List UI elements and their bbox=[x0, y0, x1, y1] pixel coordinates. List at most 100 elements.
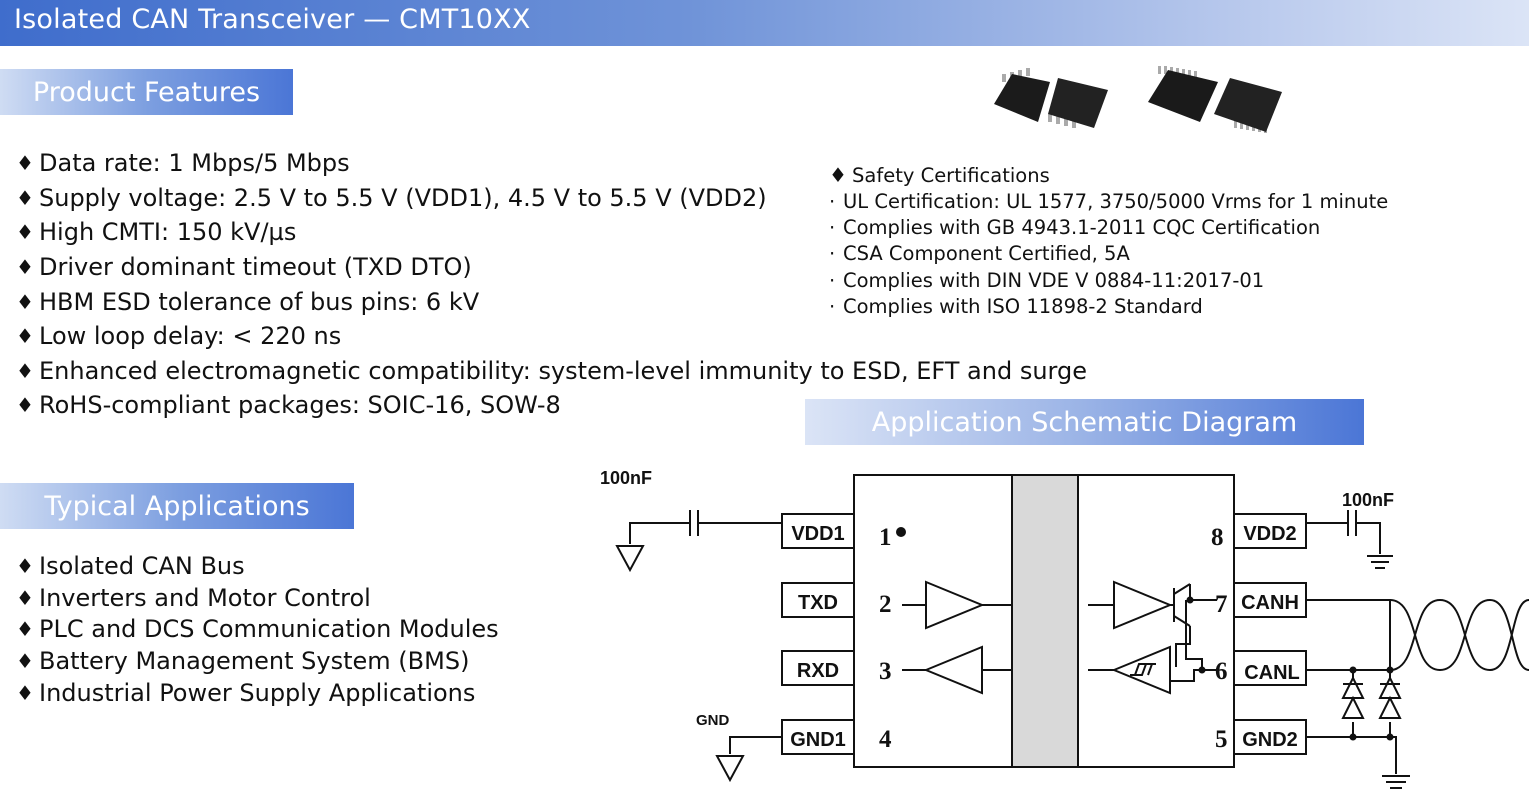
pin-box-gnd1 bbox=[781, 719, 855, 755]
cert-item: · Complies with DIN VDE V 0884-11:2017-01 bbox=[829, 267, 1388, 293]
page-title: Isolated CAN Transceiver — CMT10XX bbox=[14, 4, 531, 35]
pin-num-7: 7 bbox=[1215, 591, 1228, 618]
diamond-bullet-icon: ♦ bbox=[16, 324, 34, 349]
can-receiver-icon bbox=[1111, 645, 1171, 695]
feature-text: High CMTI: 150 kV/µs bbox=[39, 218, 297, 247]
pin-box-txd bbox=[781, 582, 855, 618]
junction-dot-icon bbox=[1198, 666, 1206, 674]
section-title-applications: Typical Applications bbox=[0, 483, 354, 529]
application-schematic: 100nF 100nF GND VDD1 TXD RXD GND1 VDD2 C… bbox=[590, 462, 1529, 799]
dot-bullet: · bbox=[829, 268, 836, 292]
tvs-wire bbox=[1352, 670, 1391, 737]
diamond-bullet-icon: ♦ bbox=[16, 393, 34, 418]
pin-num-8: 8 bbox=[1211, 524, 1224, 551]
diamond-bullet-icon: ♦ bbox=[829, 163, 847, 187]
diamond-bullet-icon: ♦ bbox=[16, 255, 34, 280]
cert-item: ·CSA Component Certified, 5A bbox=[829, 241, 1388, 267]
cap-left-icon bbox=[689, 510, 699, 536]
dot-bullet: · bbox=[829, 242, 836, 266]
safety-heading: Safety Certifications bbox=[852, 163, 1050, 187]
list-item: ♦Isolated CAN Bus bbox=[16, 550, 499, 582]
ground-gnd1-icon bbox=[715, 755, 745, 783]
pin-num-5: 5 bbox=[1215, 726, 1228, 753]
feature-text: Data rate: 1 Mbps/5 Mbps bbox=[39, 149, 350, 178]
cert-item: · UL Certification: UL 1577, 3750/5000 Vr… bbox=[829, 188, 1388, 214]
list-item: ♦RoHS-compliant packages: SOIC-16, SOW-8 bbox=[16, 388, 1087, 423]
list-item: ♦Inverters and Motor Control bbox=[16, 582, 499, 614]
gnd-label: GND bbox=[696, 712, 730, 729]
list-item: ♦Industrial Power Supply Applications bbox=[16, 677, 499, 709]
list-item: ♦Battery Management System (BMS) bbox=[16, 645, 499, 677]
chip-packages-icon bbox=[994, 66, 1282, 133]
pin-box-vdd2 bbox=[1233, 513, 1307, 549]
diamond-bullet-icon: ♦ bbox=[16, 585, 34, 610]
list-item: ♦Data rate: 1 Mbps/5 Mbps bbox=[16, 146, 1087, 181]
pin-box-canh bbox=[1233, 582, 1307, 618]
cert-item: ·Complies with ISO 11898-2 Standard bbox=[829, 294, 1388, 320]
pin-num-2: 2 bbox=[879, 591, 892, 618]
txd-buffer-icon bbox=[925, 580, 985, 630]
cert-item: ·Complies with GB 4943.1-2011 CQC Certif… bbox=[829, 214, 1388, 240]
isolation-barrier bbox=[1011, 474, 1079, 768]
feature-text: Enhanced electromagnetic compatibility: … bbox=[39, 356, 1087, 385]
application-text: Battery Management System (BMS) bbox=[39, 646, 470, 675]
pin-num-4: 4 bbox=[879, 726, 892, 753]
features-list: ♦Data rate: 1 Mbps/5 Mbps ♦Supply voltag… bbox=[16, 146, 1087, 423]
pin-name-rxd: RXD bbox=[797, 660, 839, 682]
list-item: ♦High CMTI: 150 kV/µs bbox=[16, 215, 1087, 250]
twisted-pair-icon bbox=[1389, 599, 1529, 671]
pin-num-6: 6 bbox=[1215, 658, 1228, 685]
canh-bus-wire bbox=[1306, 599, 1391, 670]
diamond-bullet-icon: ♦ bbox=[16, 220, 34, 245]
application-text: Isolated CAN Bus bbox=[39, 551, 245, 580]
pin-box-canl bbox=[1233, 650, 1307, 686]
cap-left-label: 100nF bbox=[600, 468, 652, 488]
feature-text: Driver dominant timeout (TXD DTO) bbox=[39, 253, 472, 282]
list-item: ♦Enhanced electromagnetic compatibility:… bbox=[16, 354, 1087, 389]
cap-right-icon bbox=[1347, 510, 1357, 536]
can-driver-out bbox=[1170, 583, 1191, 627]
canl-link bbox=[1175, 626, 1191, 667]
junction-dot-icon bbox=[1386, 733, 1394, 741]
application-text: Inverters and Motor Control bbox=[39, 583, 371, 612]
application-text: PLC and DCS Communication Modules bbox=[39, 615, 499, 644]
cert-text: UL Certification: UL 1577, 3750/5000 Vrm… bbox=[843, 189, 1389, 213]
feature-text: HBM ESD tolerance of bus pins: 6 kV bbox=[39, 287, 480, 316]
cert-text: Complies with GB 4943.1-2011 CQC Certifi… bbox=[843, 216, 1321, 240]
section-title-schematic: Application Schematic Diagram bbox=[805, 399, 1364, 445]
section-title-features: Product Features bbox=[0, 69, 293, 115]
pin-box-rxd bbox=[781, 650, 855, 686]
feature-text: Low loop delay: < 220 ns bbox=[39, 322, 342, 351]
list-item: ♦HBM ESD tolerance of bus pins: 6 kV bbox=[16, 284, 1087, 319]
diamond-bullet-icon: ♦ bbox=[16, 617, 34, 642]
pin1-marker-icon bbox=[896, 527, 906, 537]
tvs-diode-1-icon bbox=[1341, 675, 1365, 719]
junction-dot-icon bbox=[1186, 596, 1194, 604]
pin-num-3: 3 bbox=[879, 658, 892, 685]
header-bar: Isolated CAN Transceiver — CMT10XX bbox=[0, 0, 1529, 46]
ground-left-icon bbox=[615, 545, 645, 573]
pin-box-vdd1 bbox=[781, 513, 855, 549]
pin-name-gnd2: GND2 bbox=[1242, 729, 1298, 751]
junction-dot-icon bbox=[1386, 666, 1394, 674]
safety-certifications: ♦Safety Certifications · UL Certification… bbox=[829, 162, 1388, 320]
dot-bullet: · bbox=[829, 189, 836, 213]
pin-name-vdd2: VDD2 bbox=[1243, 523, 1296, 545]
diamond-bullet-icon: ♦ bbox=[16, 289, 34, 314]
cap-right-label: 100nF bbox=[1342, 490, 1394, 510]
diamond-bullet-icon: ♦ bbox=[16, 185, 34, 210]
diamond-bullet-icon: ♦ bbox=[16, 358, 34, 383]
dot-bullet: · bbox=[829, 295, 836, 319]
vdd1-wire bbox=[629, 522, 782, 544]
feature-text: Supply voltage: 2.5 V to 5.5 V (VDD1), 4… bbox=[39, 183, 767, 212]
feature-text: RoHS-compliant packages: SOIC-16, SOW-8 bbox=[39, 391, 561, 420]
pin-name-canh: CANH bbox=[1241, 592, 1299, 614]
safety-heading-row: ♦Safety Certifications bbox=[829, 162, 1388, 188]
diamond-bullet-icon: ♦ bbox=[16, 648, 34, 673]
pin-name-vdd1: VDD1 bbox=[791, 523, 844, 545]
ground-vdd2-icon bbox=[1367, 555, 1393, 569]
vdd2-wire bbox=[1306, 522, 1381, 554]
list-item: ♦PLC and DCS Communication Modules bbox=[16, 613, 499, 645]
cert-text: Complies with DIN VDE V 0884-11:2017-01 bbox=[843, 268, 1265, 292]
can-driver-icon bbox=[1113, 580, 1173, 630]
